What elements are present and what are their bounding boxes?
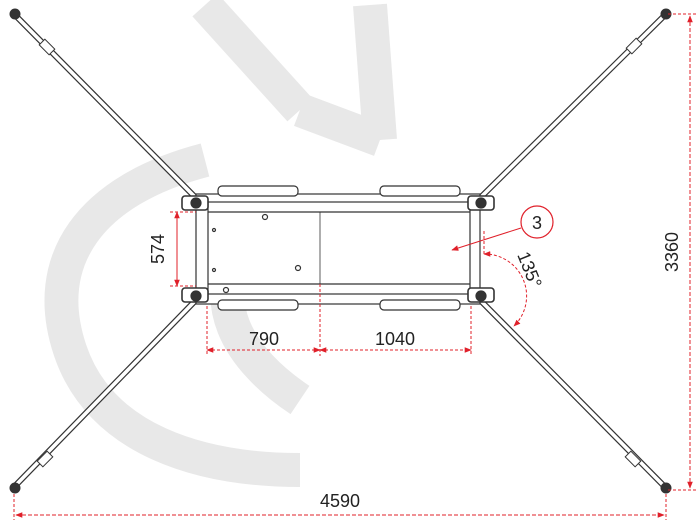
dim-790-text: 790	[249, 329, 279, 349]
outrigger-bottom-left	[9, 297, 199, 494]
dim-angle-text: 135°	[513, 249, 545, 291]
callout-label: 3	[532, 213, 542, 233]
platform-frame	[181, 185, 495, 311]
dim-angle-arc	[483, 251, 528, 327]
outrigger-top-left	[9, 8, 199, 201]
callout: 3	[451, 205, 554, 251]
callout-circle	[520, 205, 554, 239]
dim-574-text: 574	[148, 234, 168, 264]
dimension-texts: 574 790 1040 3360 4590 135°	[148, 232, 682, 511]
dim-1040-text: 1040	[375, 329, 415, 349]
outrigger-top-right	[477, 8, 672, 201]
dimension-lines	[13, 13, 696, 520]
callout-leader	[451, 227, 522, 251]
dim-4590-text: 4590	[320, 491, 360, 511]
outriggers	[9, 8, 672, 494]
dim-3360-text: 3360	[662, 232, 682, 272]
outrigger-bottom-right	[477, 297, 672, 494]
